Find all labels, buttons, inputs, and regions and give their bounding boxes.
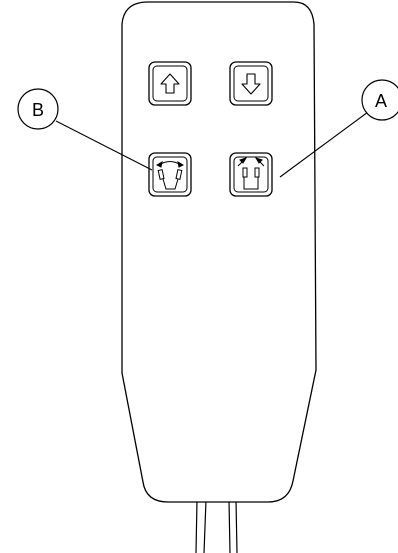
seat-tilt-outward-icon bbox=[237, 157, 265, 190]
seat-tilt-inward-icon bbox=[155, 160, 185, 190]
callout-b: B bbox=[17, 88, 153, 171]
callout-a-label: A bbox=[375, 91, 387, 111]
down-button[interactable] bbox=[229, 61, 273, 106]
callout-a: A bbox=[279, 79, 398, 178]
arrow-up-icon bbox=[160, 73, 180, 94]
cable bbox=[195, 499, 238, 553]
arrow-down-icon bbox=[241, 73, 261, 95]
tilt-button-b[interactable] bbox=[148, 152, 192, 197]
up-button[interactable] bbox=[148, 61, 192, 106]
pendant-body bbox=[121, 1, 317, 503]
callout-b-label: B bbox=[32, 100, 44, 120]
tilt-button-a[interactable] bbox=[229, 152, 273, 197]
